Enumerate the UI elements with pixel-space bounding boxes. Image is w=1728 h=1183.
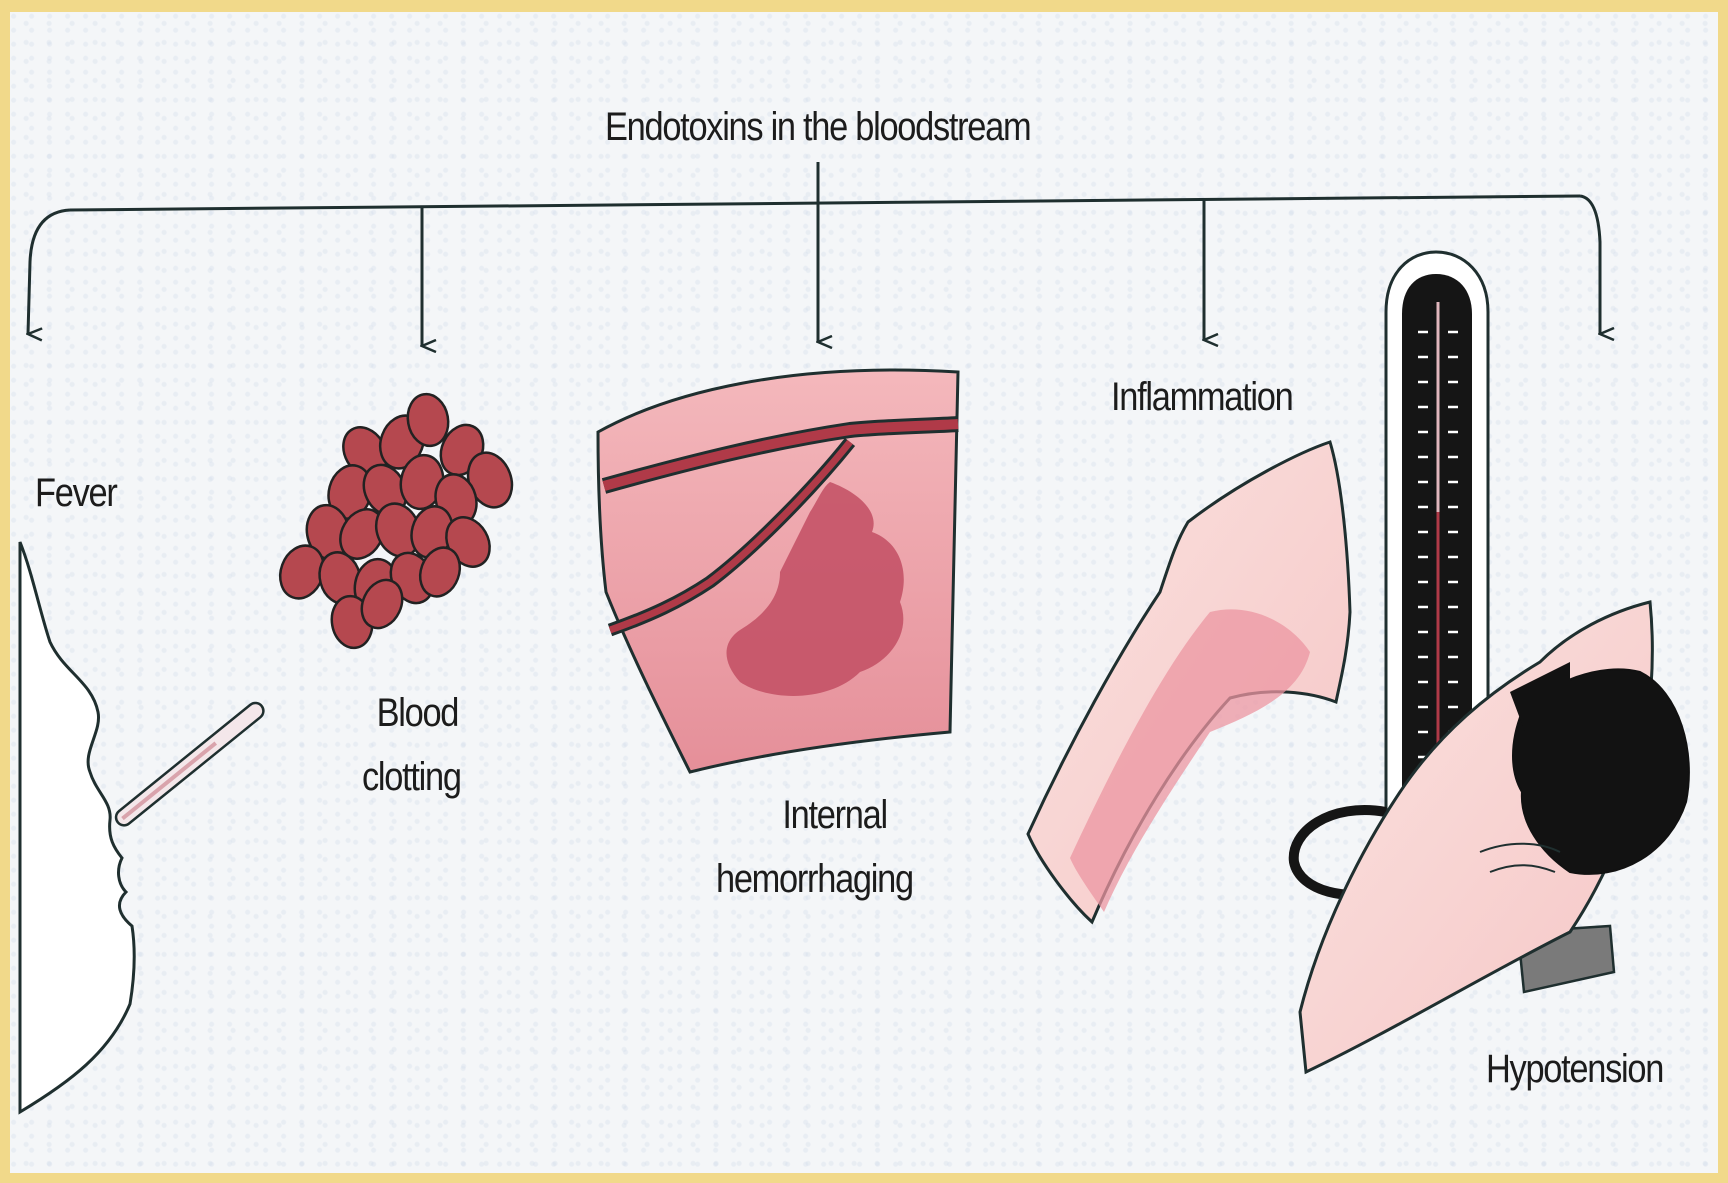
arrow-bar — [70, 196, 1580, 210]
arrow-to-hypotension — [1580, 196, 1600, 334]
face-profile — [20, 542, 134, 1112]
effect-label-line: Fever — [35, 470, 116, 516]
effect-label-line: Internal — [716, 792, 913, 838]
fever-illustration — [20, 542, 267, 1112]
hypotension-illustration — [1294, 252, 1689, 1072]
arrow-tree — [28, 162, 1600, 346]
effect-label-fever: Fever — [35, 470, 116, 516]
inflammation-illustration — [1028, 442, 1350, 922]
effect-label-line: Blood — [362, 690, 461, 736]
effect-label-hypotension: Hypotension — [1486, 1046, 1663, 1092]
effect-label-line: clotting — [362, 754, 461, 800]
source-label: Endotoxins in the bloodstream — [605, 104, 1030, 150]
blood-clot-illustration — [273, 391, 519, 651]
endotoxin-effects-diagram — [10, 12, 1728, 1183]
thermometer — [113, 700, 267, 829]
hemorrhage-illustration — [598, 370, 958, 772]
effect-label-inflammation: Inflammation — [1111, 374, 1292, 420]
arrow-to-fever — [28, 210, 70, 334]
effect-label-internal-hemorrhaging: Internal hemorrhaging — [716, 792, 913, 902]
effect-label-line: hemorrhaging — [716, 856, 913, 902]
effect-label-blood-clotting: Blood clotting — [362, 690, 461, 800]
